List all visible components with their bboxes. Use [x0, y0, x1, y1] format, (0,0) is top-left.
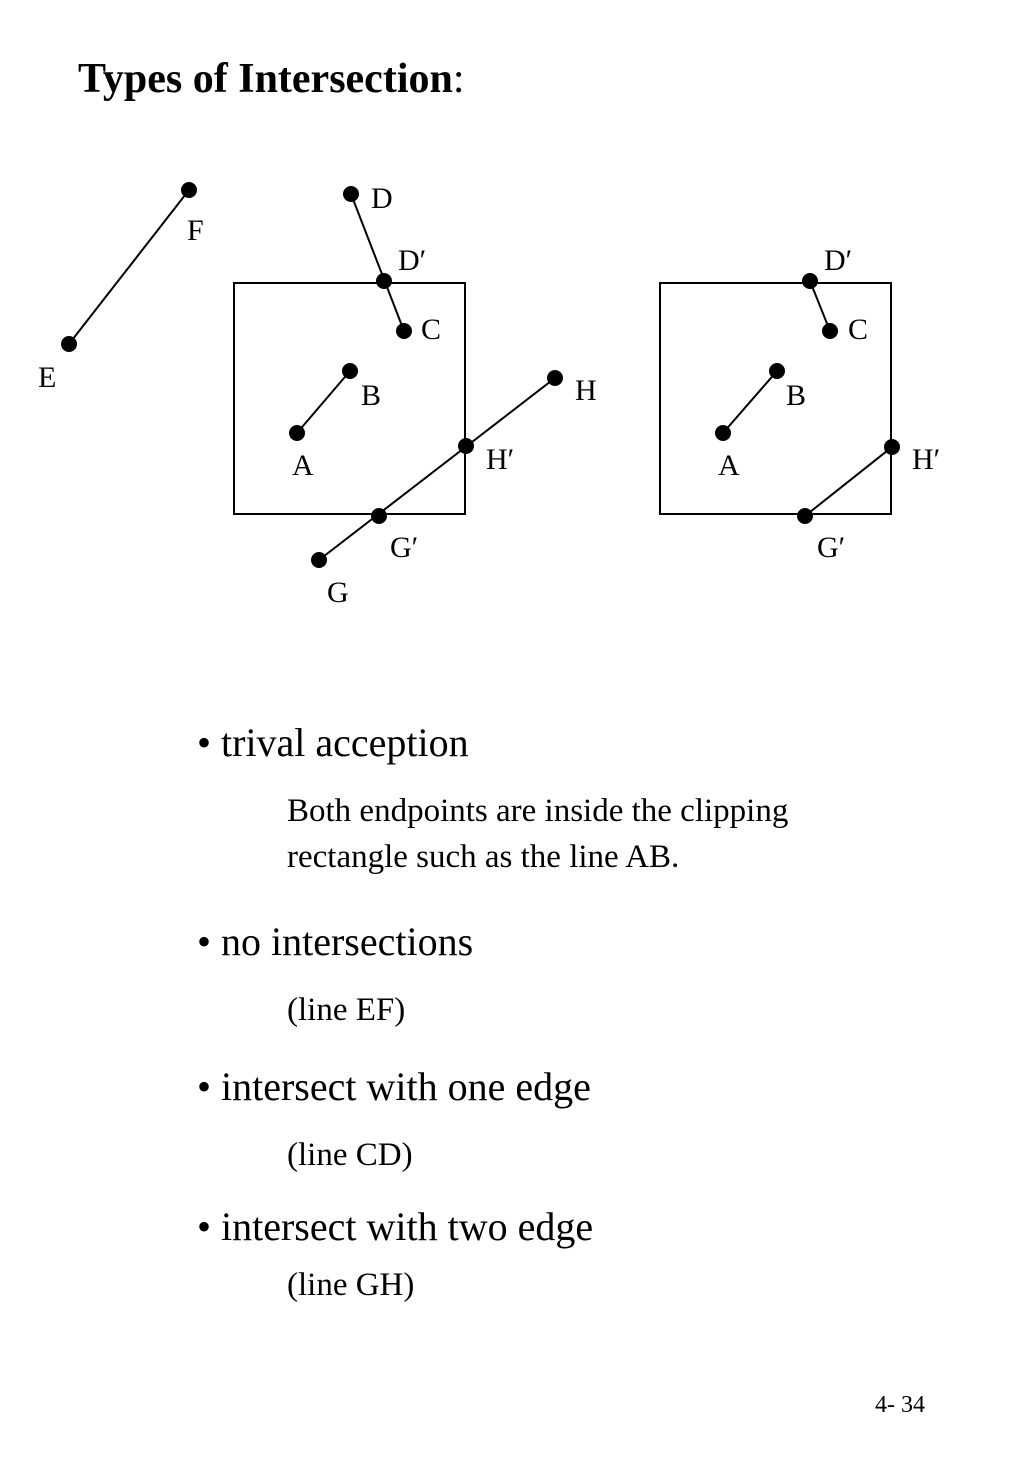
label-Hp-right: H′: [912, 443, 940, 476]
bullet-trivial-acceptance: • trival acception: [197, 720, 469, 765]
label-F: F: [187, 214, 204, 247]
page-number: 4- 34: [875, 1392, 925, 1418]
bullet-one-edge: • intersect with one edge: [197, 1064, 591, 1109]
point-Dp: [376, 273, 392, 289]
line-GH: [318, 377, 556, 561]
label-C-right: C: [848, 313, 868, 346]
label-Hp: H′: [486, 443, 514, 476]
label-B-right: B: [786, 379, 806, 412]
label-Gp-right: G′: [817, 531, 845, 564]
clipped-line-GpHp: [804, 446, 893, 517]
point-Gp-right: [797, 508, 813, 524]
label-C: C: [421, 313, 441, 346]
point-Hp-right: [884, 439, 900, 455]
point-B: [342, 363, 358, 379]
bullet-two-edge-desc: (line GH): [287, 1267, 415, 1303]
point-E: [61, 336, 77, 352]
label-Dp-right: D′: [824, 244, 852, 277]
line-CD: [350, 193, 405, 332]
point-Gp: [371, 508, 387, 524]
point-Hp: [458, 438, 474, 454]
clipped-line-AB: [722, 370, 778, 434]
bullet-one-edge-desc: (line CD): [287, 1137, 413, 1173]
clip-rectangle-right: [659, 282, 892, 515]
label-Gp: G′: [390, 531, 418, 564]
page-title: Types of Intersection:: [78, 56, 465, 102]
point-C: [396, 323, 412, 339]
clipping-diagram: E F D D′ C B A H H′ G′ G D′ C B A H′ G′: [38, 182, 940, 609]
label-H: H: [575, 374, 597, 407]
bullet-trivial-acceptance-desc-1: Both endpoints are inside the clipping: [287, 793, 789, 829]
line-EF: [68, 189, 190, 345]
point-H: [547, 370, 563, 386]
label-A: A: [292, 449, 314, 482]
point-A-right: [715, 425, 731, 441]
line-AB: [296, 370, 351, 434]
bullet-two-edge: • intersect with two edge: [197, 1204, 594, 1249]
point-F: [181, 182, 197, 198]
point-G: [311, 552, 327, 568]
point-A: [289, 425, 305, 441]
label-E: E: [38, 361, 56, 394]
bullet-no-intersections-desc: (line EF): [287, 992, 406, 1028]
label-Dp: D′: [398, 244, 426, 277]
label-A-right: A: [718, 449, 740, 482]
point-B-right: [769, 363, 785, 379]
point-C-right: [822, 323, 838, 339]
label-G: G: [327, 576, 349, 609]
bullet-no-intersections: • no intersections: [197, 919, 474, 964]
label-D: D: [371, 182, 393, 215]
point-Dp-right: [802, 273, 818, 289]
label-B: B: [361, 379, 381, 412]
point-D: [343, 186, 359, 202]
clip-rectangle-left: [233, 282, 466, 515]
bullet-trivial-acceptance-desc-2: rectangle such as the line AB.: [287, 839, 680, 875]
clipped-line-DpC: [809, 280, 831, 332]
